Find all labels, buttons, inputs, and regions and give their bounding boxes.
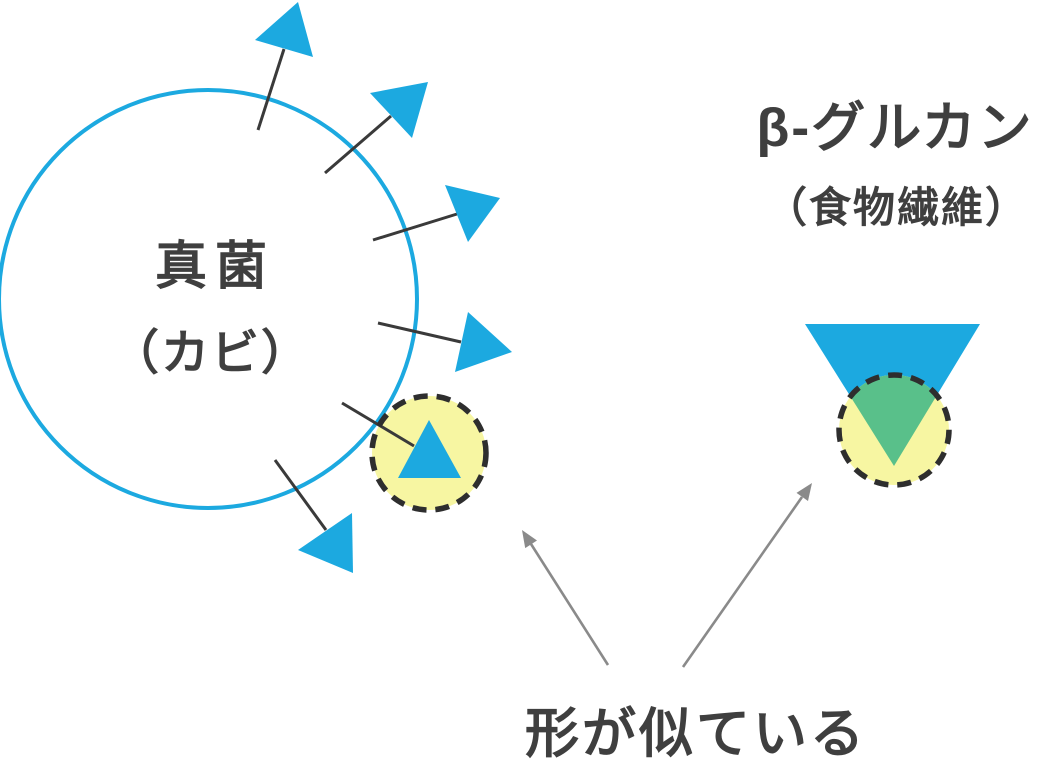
beta-glucan-title: β-グルカン xyxy=(756,98,1034,158)
similarity-arrow-left-line xyxy=(529,543,610,666)
beta-glucan-unit-triangle xyxy=(398,420,461,478)
spike-connector-line xyxy=(256,48,286,131)
arrowhead-icon xyxy=(796,483,812,501)
fungus-label-paren: （カビ） xyxy=(110,327,312,380)
spike-triangle xyxy=(370,82,428,138)
spike-triangle xyxy=(255,2,313,57)
similarity-arrow-right-line xyxy=(681,496,804,668)
similarity-caption: 形が似ている xyxy=(525,704,867,764)
triangle-highlight-overlap xyxy=(839,375,949,466)
spike-connector-line xyxy=(377,321,462,344)
similarity-arrow-left xyxy=(522,530,610,666)
spike-triangle xyxy=(445,185,500,242)
beta-glucan-subtitle: （食物繊維） xyxy=(764,184,1030,231)
fungus-cell-circle xyxy=(0,88,419,510)
arrowhead-icon xyxy=(522,530,537,549)
spike-triangle xyxy=(455,312,512,372)
similarity-arrow-right xyxy=(681,483,812,668)
fungus-label: 真菌 xyxy=(154,238,276,296)
spike-connector-line xyxy=(273,459,328,531)
spike-connector-line xyxy=(324,114,392,175)
highlight-dashed-border-left xyxy=(369,393,489,513)
spike-connector-line xyxy=(372,212,458,242)
highlight-dashed-border-right xyxy=(836,372,952,488)
spike-triangle xyxy=(298,513,353,573)
